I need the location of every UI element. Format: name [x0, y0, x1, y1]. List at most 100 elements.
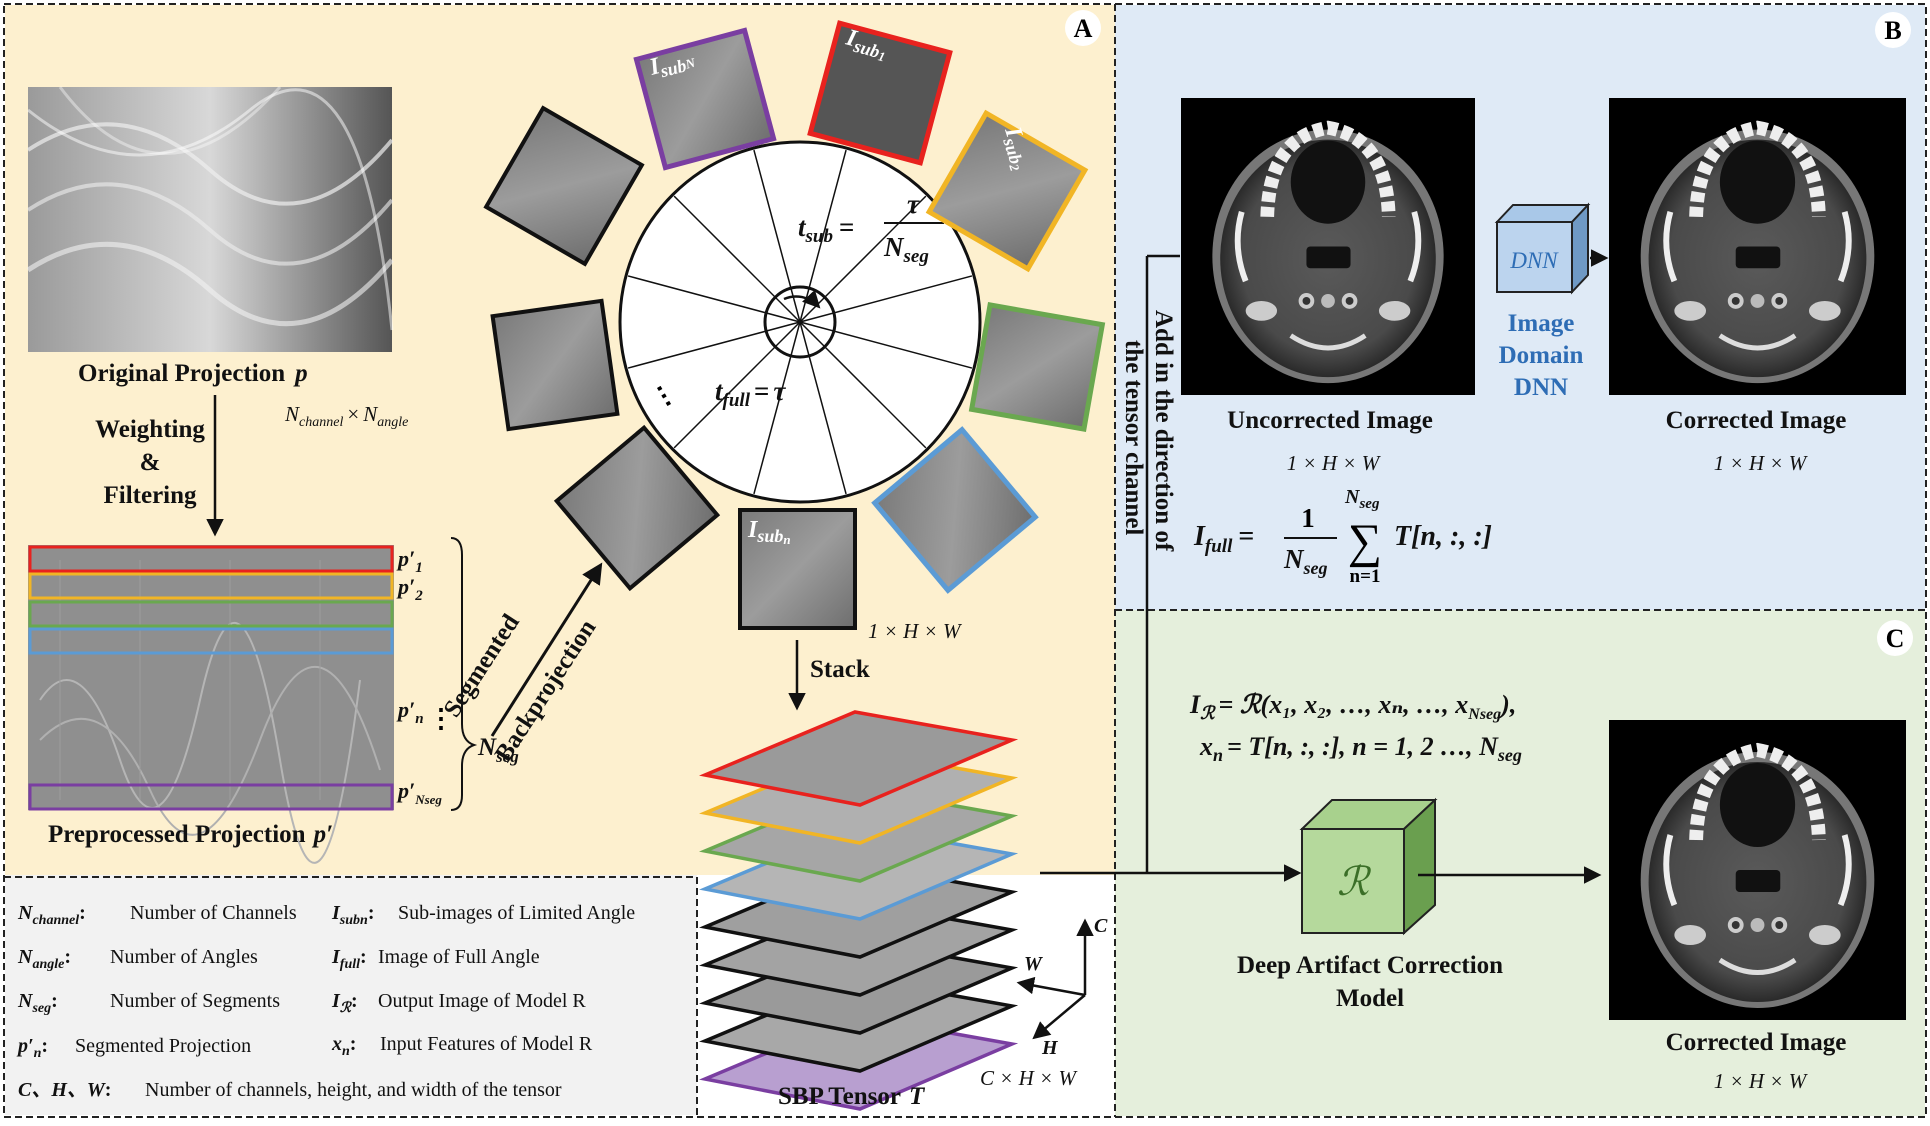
legend-key-base: N	[17, 902, 34, 924]
segment-red	[28, 545, 394, 573]
legend-key: C、H、W:	[18, 1079, 111, 1101]
ir-lhs-base: I	[1189, 690, 1201, 719]
seg-label-1-sub: 1	[415, 560, 423, 576]
ifull-sub: full	[1205, 536, 1233, 557]
legend-key-base: I	[331, 902, 341, 924]
nseg-sub: seg	[495, 747, 519, 766]
tensor-title-text: SBP Tensor	[778, 1083, 901, 1110]
corrected-dim-c: 1 × H × W	[1714, 1069, 1809, 1093]
ifull-den-sub: seg	[1303, 558, 1328, 578]
dim-sub-channel: channel	[299, 415, 343, 430]
uncorrected-image	[1181, 98, 1475, 395]
seg-label-1: p′1	[396, 546, 423, 576]
panel-letter-b: B	[1875, 12, 1911, 48]
legend-description: Image of Full Angle	[378, 946, 540, 968]
sub-image-green	[968, 302, 1106, 432]
axis-h	[1032, 994, 1086, 1040]
legend-description: Number of Segments	[110, 990, 280, 1012]
panel-letter-a-text: A	[1074, 14, 1093, 43]
ifull-sum-term: T[n, :, :]	[1394, 521, 1492, 552]
wheel-spoke	[627, 321, 801, 369]
sub-small-n-idx: n	[783, 532, 790, 547]
nseg-label: Nseg	[477, 734, 519, 766]
ifull-den-base: N	[1283, 544, 1305, 574]
t-sub-eq: tsub=	[798, 212, 854, 247]
ir-rhs-sub: Nseg	[1467, 706, 1501, 723]
ifull-sum-bottom: n=1	[1350, 566, 1381, 587]
sbp-tensor-stack	[699, 710, 1019, 1111]
ifull-frac-den: Nseg	[1283, 544, 1328, 578]
axis-h-label: H	[1041, 1037, 1059, 1059]
original-projection-image	[26, 85, 394, 352]
seg-label-nseg: p′Nseg	[396, 778, 442, 807]
seg-label-1-base: p′	[396, 546, 415, 571]
corrected-title-c: Corrected Image	[1666, 1029, 1847, 1056]
t-sub-den-sub: seg	[903, 246, 929, 267]
legend-key-sep: :	[51, 990, 58, 1012]
dnn-box-label: DNN	[1509, 248, 1559, 273]
sub-image-n-black	[738, 508, 857, 630]
legend-key-sub: n	[342, 1044, 350, 1059]
legend-description: Output Image of Model R	[378, 990, 586, 1012]
vertical-text-2: the tensor channel	[1120, 340, 1147, 535]
xn-rhs-sub: seg	[1497, 745, 1522, 765]
ir-lhs-sub: ℛ	[1200, 703, 1216, 723]
legend-key: Isubn:	[331, 902, 375, 928]
wheel-spoke	[753, 321, 801, 495]
sub-image-dim: 1 × H × W	[868, 619, 963, 643]
angle-wheel	[618, 140, 982, 504]
sub-image-black-left-bottom	[553, 424, 721, 592]
dnn-caption-2: Domain	[1499, 342, 1584, 369]
legend-key-sub: angle	[32, 957, 64, 972]
sub-small-n-base: I	[747, 517, 759, 543]
sub-small-n-sub: sub	[756, 526, 783, 546]
wheel-spoke	[673, 321, 801, 449]
stack-label: Stack	[810, 656, 870, 683]
sub-image-black-left	[490, 298, 620, 432]
seg-label-2-sub: 2	[414, 588, 423, 604]
sub-image-blue	[871, 426, 1039, 594]
legend-key-sub: channel	[32, 913, 79, 928]
tensor-dim: C × H × W	[980, 1066, 1079, 1090]
t-sub-base: t	[798, 212, 807, 242]
legend-key: Ifull:	[331, 946, 367, 972]
legend-key-base: N	[17, 946, 34, 968]
xn-rhs: = T[n, :, :], n = 1, 2 …, N	[1227, 732, 1499, 761]
legend-description: Input Features of Model R	[380, 1033, 593, 1055]
ifull-sum-top: Nseg	[1344, 486, 1380, 512]
legend-description: Sub-images of Limited Angle	[398, 902, 635, 924]
projection-segments	[28, 545, 394, 811]
model-symbol: ℛ	[1337, 859, 1372, 904]
preprocessed-projection-image	[28, 545, 394, 864]
t-sub-equals: =	[839, 212, 854, 242]
axis-c-label: C	[1094, 915, 1108, 937]
wheel-spoke	[627, 275, 801, 323]
dnn-caption-3: DNN	[1514, 374, 1568, 401]
seg-label-nseg-sub: Nseg	[414, 792, 442, 807]
weighting-line-2: &	[140, 449, 161, 476]
sub-image-black-top-left	[483, 105, 645, 267]
t-sub-den-base: N	[883, 232, 905, 262]
legend-key-sep: :	[64, 946, 71, 968]
legend-key-base: I	[331, 990, 341, 1012]
t-full-eq: tfull=τ	[715, 376, 786, 411]
model-cube	[1299, 797, 1438, 936]
corrected-image-c	[1609, 720, 1906, 1020]
legend-description: Number of Angles	[110, 946, 258, 968]
seg-label-n-sub: n	[415, 711, 423, 727]
dim-times: ×	[347, 402, 359, 426]
wheel-spoke	[799, 321, 927, 449]
sub-image-n-purple	[633, 27, 777, 171]
t-full-base: t	[715, 376, 724, 406]
legend-key-sub: n	[34, 1046, 42, 1061]
ifull-equals: =	[1238, 521, 1254, 552]
t-full-tau: τ	[773, 376, 786, 406]
preprocessed-projection-title-text: Preprocessed Projection	[48, 821, 306, 848]
t-full-sub: full	[723, 390, 751, 411]
panel-borders	[3, 3, 1927, 1118]
legend-key-sub: subn	[339, 913, 368, 928]
sub-image-small-n-label: Isubn	[747, 517, 791, 547]
